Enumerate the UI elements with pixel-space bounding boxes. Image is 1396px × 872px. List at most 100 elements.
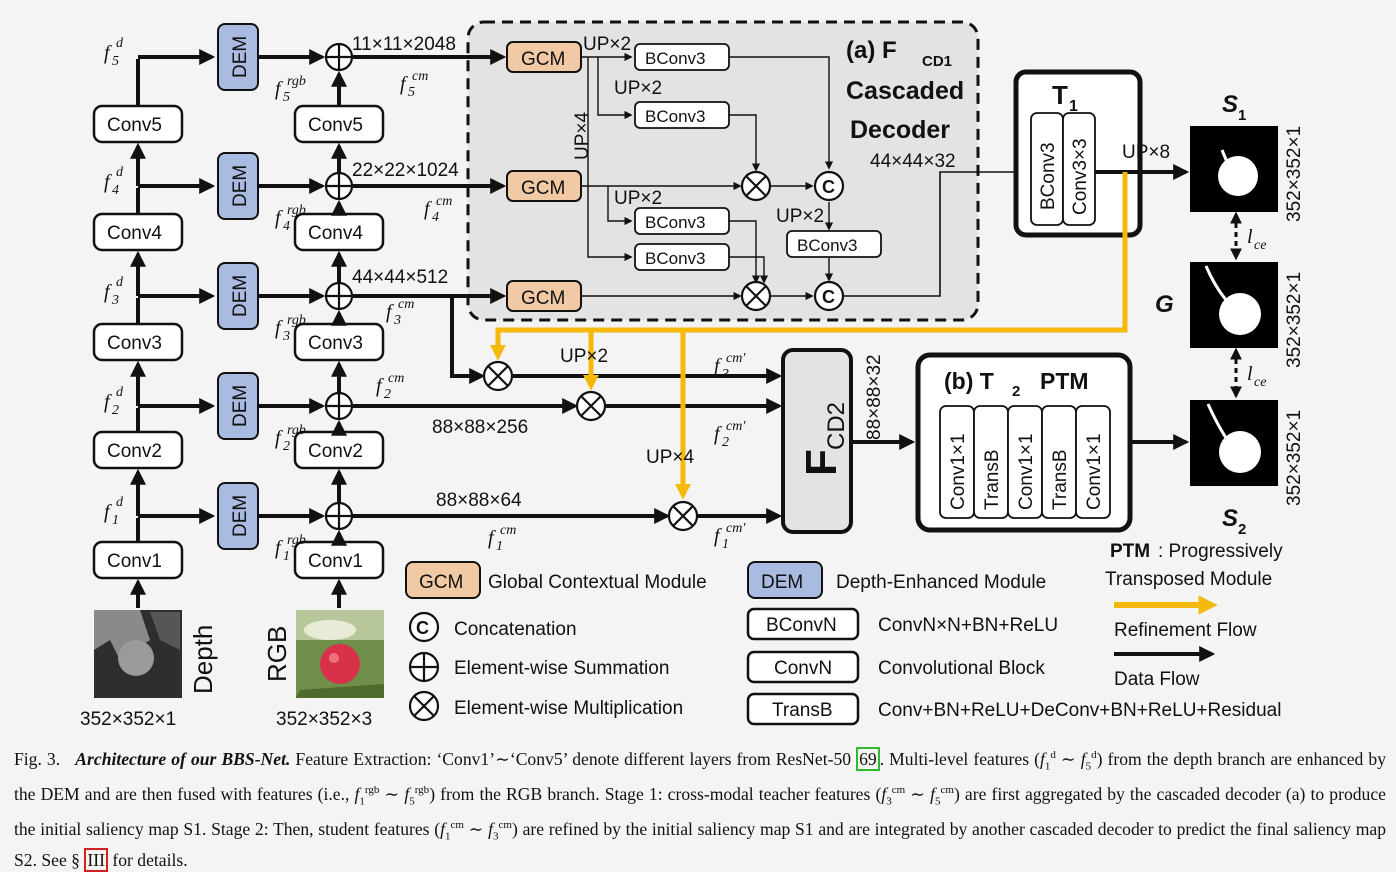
caption-ref-69[interactable]: 69: [856, 746, 880, 771]
gcm-2-label: GCM: [521, 178, 565, 199]
f-rgb-1: f: [275, 537, 283, 559]
dec-concat-2: C: [813, 280, 845, 312]
legend-convn-key: ConvN: [774, 658, 832, 679]
bconv3-3-label: BConv3: [645, 213, 705, 232]
sum-icon-level1: [324, 501, 354, 531]
f-rgb-3: f: [275, 317, 283, 339]
fcd2-subscript: CD2: [823, 402, 850, 450]
ptm-block-2-label: TransB: [982, 449, 1003, 510]
legend-mul-text: Element-wise Multiplication: [454, 698, 683, 719]
f-cm-prime-1-sub: 1: [722, 537, 729, 552]
f-cm-2-sup: cm: [388, 371, 404, 386]
rgb-label: RGB: [262, 626, 292, 682]
f5-size: 11×11×2048: [352, 34, 456, 55]
teacher-t1: T 1 BConv3 Conv3×3: [1013, 69, 1143, 238]
mul-icon-f3: [482, 360, 514, 392]
f-rgb-2: f: [275, 427, 283, 449]
f-depth-5-sup: d: [116, 36, 124, 51]
legend-transb-text: Conv+BN+ReLU+DeConv+BN+ReLU+Residual: [878, 700, 1281, 721]
ptm-block-5: [1075, 405, 1111, 519]
dec-up2-b: UP×2: [614, 78, 662, 99]
fcd2-decoder: F CD2: [781, 348, 853, 534]
f4-size: 22×22×1024: [352, 160, 459, 181]
f-rgb-4-sub: 4: [283, 219, 290, 234]
legend: GCM Global Contextual Module DEM Depth-E…: [405, 541, 1283, 726]
caption-p5: ) are first aggregated by the cascaded d…: [14, 783, 1386, 839]
dem-4-label: DEM: [230, 165, 251, 207]
ptm-title-sub: 2: [1012, 383, 1020, 400]
f-rgb-2-sup: rgb: [287, 423, 306, 438]
rgb-conv1-label: Conv1: [308, 551, 363, 572]
legend-concat-text: Concatenation: [454, 619, 577, 640]
caption-p1: Feature Extraction: ‘Conv1’∼‘Conv5’ deno…: [295, 748, 852, 769]
refine-up4-label: UP×4: [646, 447, 694, 468]
f-rgb-3-sup: rgb: [287, 313, 306, 328]
f-cm-prime-2-sup: cm′: [726, 419, 746, 434]
f-rgb-5-sub: 5: [283, 90, 290, 105]
f-rgb-4: f: [275, 207, 283, 229]
caption-ref-section[interactable]: III: [84, 847, 108, 872]
f-cm-5-sub: 5: [408, 85, 415, 100]
decoder-out-size: 44×44×32: [870, 151, 956, 172]
output-s2-map: [1190, 400, 1278, 486]
f-depth-5-sub: 5: [112, 54, 119, 69]
legend-ptm-text1: : Progressively: [1158, 541, 1283, 562]
f-depth-2-sup: d: [116, 385, 124, 400]
legend-dem-text: Depth-Enhanced Module: [836, 572, 1046, 593]
depth-conv4-label: Conv4: [107, 223, 162, 244]
sum-icon-level2: [324, 391, 354, 421]
f-depth-3-sub: 3: [111, 293, 119, 308]
f-cm-1: f: [488, 527, 496, 549]
legend-data-flow: Data Flow: [1114, 669, 1200, 690]
caption-p3: from the depth branch are enhanced by th…: [14, 748, 1386, 804]
rgb-conv5-label: Conv5: [308, 115, 363, 136]
f-cm-prime-2: f: [714, 423, 722, 445]
dec-mul-1: [740, 170, 772, 202]
depth-conv1-label: Conv1: [107, 551, 162, 572]
ptm-title: (b) T: [944, 368, 994, 394]
t1-title: T: [1052, 80, 1068, 110]
legend-gcm-key: GCM: [419, 572, 463, 593]
decoder-title-line3: Decoder: [850, 116, 950, 144]
legend-bconvn-key: BConvN: [766, 615, 837, 636]
dec-up2-a: UP×2: [583, 34, 631, 55]
dem-1-label: DEM: [230, 495, 251, 537]
dem-2-label: DEM: [230, 385, 251, 427]
sum-icon-level3: [324, 281, 354, 311]
t1-bconv3: BConv3: [1038, 142, 1059, 210]
f-cm-1-sup: cm: [500, 523, 516, 538]
depth-input-image: [94, 610, 182, 698]
f-rgb-5: f: [275, 78, 283, 100]
rgb-conv4-label: Conv4: [308, 223, 363, 244]
caption-fig-number: Fig. 3.: [14, 748, 61, 769]
gcm-3-label: GCM: [521, 288, 565, 309]
ptm-title-right: PTM: [1040, 368, 1089, 394]
s2-label: S: [1222, 505, 1238, 532]
legend-gcm-text: Global Contextual Module: [488, 572, 707, 593]
legend-bconvn-text: ConvN×N+BN+ReLU: [878, 615, 1058, 636]
up8-label: UP×8: [1122, 142, 1170, 163]
legend-sum-text: Element-wise Summation: [454, 658, 669, 679]
dec-up4: UP×4: [572, 112, 593, 160]
f-cm-3-sub: 3: [393, 313, 401, 328]
ptm-block-5-label: Conv1×1: [1084, 433, 1105, 510]
f-cm-prime-3-sup: cm′: [726, 351, 746, 366]
depth-conv5-label: Conv5: [107, 115, 162, 136]
f-depth-2-sub: 2: [112, 403, 119, 418]
decoder-title: (a) F: [846, 37, 897, 64]
f-cm-prime-1: f: [714, 525, 722, 547]
mul-icon-f1: [667, 500, 699, 532]
concat-symbol: C: [822, 287, 835, 307]
bconv3-4-label: BConv3: [645, 249, 705, 268]
f-rgb-3-sub: 3: [282, 329, 290, 344]
f-cm-4-sub: 4: [432, 210, 439, 225]
concat-symbol: C: [822, 177, 835, 197]
legend-convn-text: Convolutional Block: [878, 658, 1045, 679]
f-cm-2: f: [376, 375, 384, 397]
bconv3-5-label: BConv3: [797, 236, 857, 255]
s1-size: 352×352×1: [1284, 126, 1305, 222]
depth-label: Depth: [188, 625, 218, 694]
legend-ptm-bold: PTM: [1110, 541, 1150, 562]
